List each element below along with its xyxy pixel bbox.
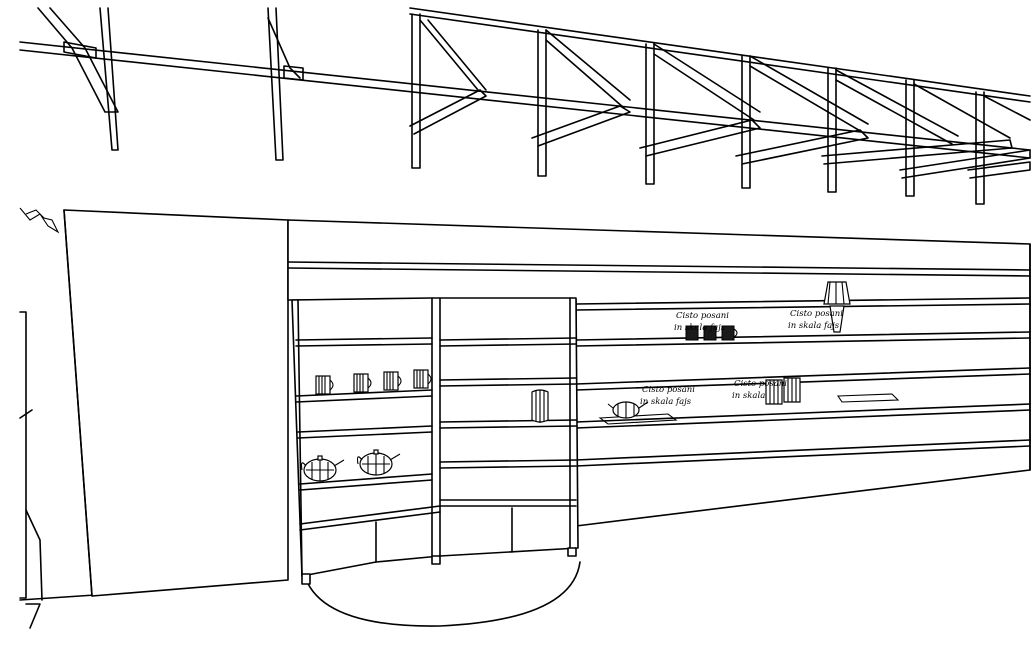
mug-group-wall xyxy=(685,325,738,341)
left-wall xyxy=(19,311,111,629)
shelf-label-top-left: Cisto posani in skala fajs xyxy=(674,311,729,333)
mug-icon xyxy=(315,375,334,395)
mug-icon xyxy=(413,369,432,389)
teapot-icon xyxy=(607,401,649,419)
shelf-label-line: in skala fajs xyxy=(674,323,726,333)
mug-group-bookcase xyxy=(315,369,432,395)
curved-bookcase xyxy=(291,297,581,627)
wall-panel xyxy=(63,209,289,597)
table-lamp-icon xyxy=(823,281,851,333)
mug-icon xyxy=(721,325,738,341)
roof-truss-structure xyxy=(19,7,1031,234)
wall-shelves xyxy=(575,297,1031,467)
shelf-label-top-right: Cisto posani in skala fajs xyxy=(788,309,843,331)
shelf-label-line: Cisto posani xyxy=(676,311,729,321)
shelf-label-line: Cisto posani xyxy=(734,379,787,389)
mug-icon xyxy=(353,373,372,393)
shelf-label-line: in skala xyxy=(732,391,765,401)
shelf-label-line: in skala fajs xyxy=(788,321,840,331)
teapot-group-bookcase xyxy=(300,449,401,482)
canister-icon xyxy=(783,377,801,403)
canister-group-wall xyxy=(765,377,801,405)
mug-icon xyxy=(703,325,717,341)
teapot-icon xyxy=(300,455,345,482)
shelf-label-line: in skala fajs xyxy=(640,397,692,407)
shelf-label-mid-left: Cisto posani in skala fajs xyxy=(640,385,695,407)
canister-icon xyxy=(765,379,783,405)
vase-icon xyxy=(531,389,549,423)
shelf-label-mid-right: Cisto posani in skala xyxy=(732,379,787,401)
mug-icon xyxy=(685,325,699,341)
shelf-label-line: Cisto posani xyxy=(790,309,843,319)
teapot-icon xyxy=(356,449,401,476)
mug-icon xyxy=(383,371,402,391)
shelf-label-line: Cisto posani xyxy=(642,385,695,395)
